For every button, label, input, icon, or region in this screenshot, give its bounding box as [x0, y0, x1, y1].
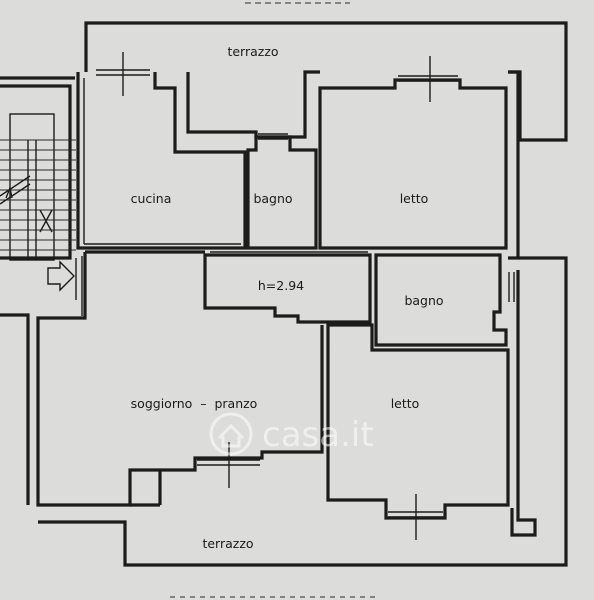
label-terrace-bottom: terrazzo	[202, 536, 253, 551]
label-hallway: h=2.94	[258, 278, 304, 293]
terrace-bottom-inner-edge	[130, 470, 162, 507]
house-logo-icon	[209, 412, 253, 456]
kitchen-walls	[76, 72, 247, 250]
living-dining-walls	[36, 250, 324, 507]
bathroom-2-window	[508, 272, 515, 302]
bedroom-2-window	[388, 494, 443, 540]
terrace-right-inner-edge	[510, 270, 537, 537]
watermark: casa.it	[209, 412, 374, 456]
staircase-icon	[0, 113, 76, 261]
hallway-walls	[203, 253, 372, 324]
watermark-text: casa.it	[262, 415, 374, 455]
label-bedroom-1: letto	[400, 191, 429, 206]
terrace-top-outline	[84, 21, 568, 142]
bathroom-2-walls	[374, 253, 508, 347]
stairwell-walls	[0, 76, 75, 505]
label-bathroom-2: bagno	[404, 293, 443, 308]
right-outer-wall-upper	[508, 70, 520, 260]
label-terrace-top: terrazzo	[227, 44, 278, 59]
bedroom-2-walls	[326, 323, 510, 520]
label-living-dining: soggiorno – pranzo	[131, 396, 258, 411]
label-bathroom-1: bagno	[253, 191, 292, 206]
terrace-top-inner-edge	[186, 70, 320, 139]
bathroom-1-window	[258, 133, 288, 140]
bedroom-1-walls	[318, 78, 508, 250]
bedroom-1-window	[398, 56, 458, 102]
label-kitchen: cucina	[131, 191, 172, 206]
kitchen-window	[96, 52, 150, 96]
entrance-arrow-icon	[47, 258, 77, 300]
label-bedroom-2: letto	[391, 396, 420, 411]
bathroom-1-walls	[246, 135, 318, 250]
living-dining-window	[197, 442, 260, 488]
terrace-right-outline	[38, 256, 568, 567]
